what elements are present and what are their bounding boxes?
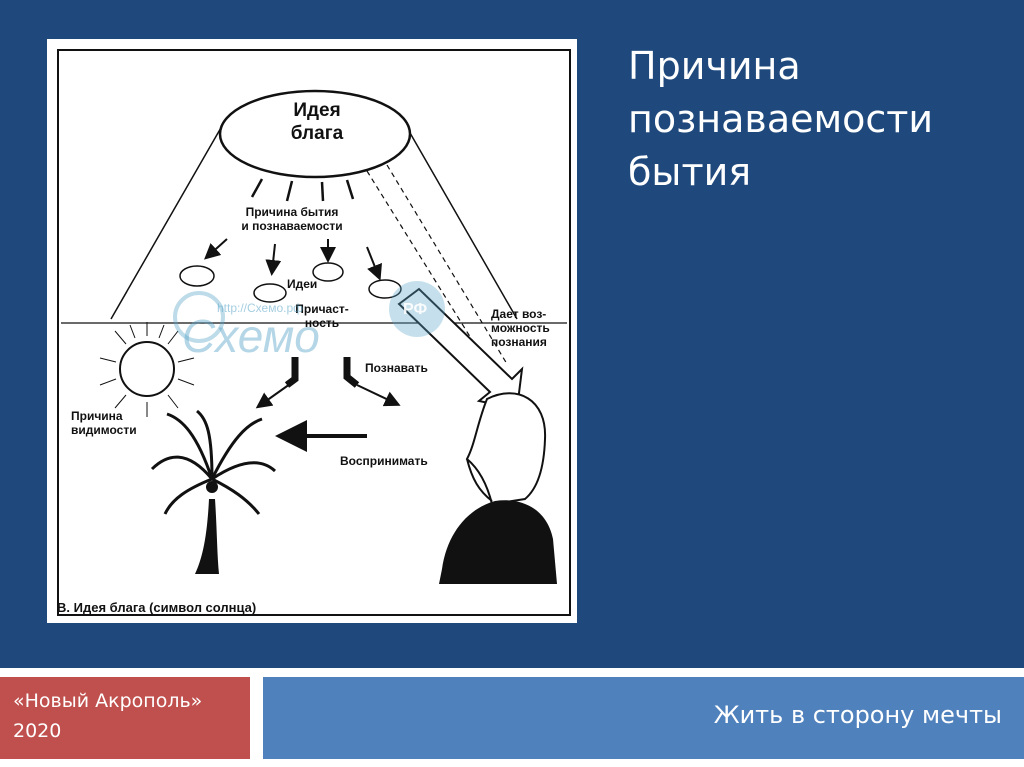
title-line-3: бытия xyxy=(628,150,752,194)
man-shoulders xyxy=(439,500,557,584)
cone-right-line xyxy=(401,118,518,320)
footer-motto: Жить в сторону мечты xyxy=(263,677,1024,759)
watermark-brand: Схемо xyxy=(182,310,320,362)
palm-coconuts xyxy=(206,481,218,493)
idea-ellipse-1 xyxy=(179,265,215,287)
title-line-2: познаваемости xyxy=(628,97,934,141)
plato-diagram: Идея блага Причина бытия и познаваемости… xyxy=(47,39,577,623)
cause-of-visibility-label: Причина видимости xyxy=(71,409,137,437)
watermark-url: http://Схемо.рф xyxy=(217,301,304,315)
cone-left-line xyxy=(110,118,227,320)
diagram-caption: B. Идея блага (символ солнца) xyxy=(57,600,257,615)
title-line-1: Причина xyxy=(628,44,801,88)
idea-ellipse-4 xyxy=(368,279,402,299)
diagram-frame xyxy=(57,49,571,616)
slide-title: Причина познаваемости бытия xyxy=(628,40,1008,199)
watermark-swirl xyxy=(173,291,225,343)
ray-4 xyxy=(345,179,355,200)
watermark-badge-splash xyxy=(389,281,445,337)
participation-left xyxy=(284,357,299,388)
idea-of-good-label: Идея блага xyxy=(290,100,344,144)
footer-motto-text: Жить в сторону мечты xyxy=(713,701,1002,729)
ideas-label: Идеи xyxy=(287,277,318,291)
watermark-badge: РФ xyxy=(403,301,428,318)
palm-leaves xyxy=(150,409,277,515)
ray-1 xyxy=(250,178,264,198)
dashed-ray-1 xyxy=(366,170,488,365)
arrow-know xyxy=(356,384,401,407)
man-beard xyxy=(466,458,493,502)
diagram-drawing xyxy=(57,49,571,616)
man-head xyxy=(465,392,547,506)
idea-ellipse-2 xyxy=(253,283,287,303)
participation-right xyxy=(343,357,360,388)
idea-of-good-ellipse xyxy=(218,89,412,179)
cause-of-being-label: Причина бытия и познаваемости xyxy=(241,205,343,233)
ray-3 xyxy=(320,181,325,202)
big-arrow-to-man xyxy=(397,287,524,411)
arrow-to-idea-4 xyxy=(366,246,382,281)
arrow-to-idea-1 xyxy=(204,238,228,260)
know-label: Познавать xyxy=(365,361,428,375)
dashed-ray-2 xyxy=(386,164,508,365)
sun-rays xyxy=(99,322,195,417)
sun-circle xyxy=(119,341,175,397)
enables-knowledge-label: Дает воз- можность познания xyxy=(491,307,550,349)
palm-trunk xyxy=(195,499,219,574)
footer-org-name: «Новый Акрополь» xyxy=(13,690,203,712)
footer-organization: «Новый Акрополь» 2020 xyxy=(0,677,250,759)
participation-label: Причаст- ность xyxy=(295,302,349,330)
arrow-to-idea-2 xyxy=(265,243,282,276)
idea-ellipse-3 xyxy=(312,262,344,282)
arrow-to-tree xyxy=(255,383,291,409)
footer-year: 2020 xyxy=(13,720,62,742)
perceive-label: Воспринимать xyxy=(340,454,428,468)
ray-2 xyxy=(285,180,294,202)
